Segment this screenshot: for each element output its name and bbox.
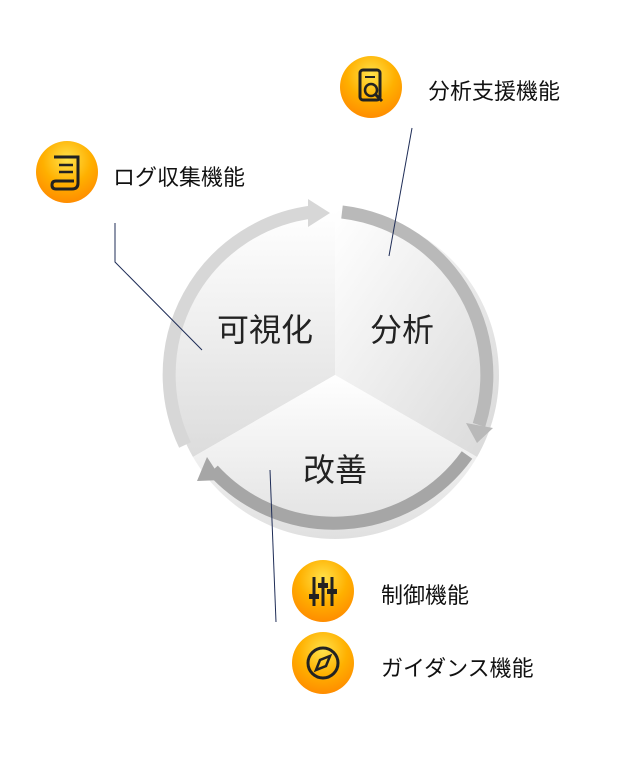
arrow-head-left: [308, 199, 330, 227]
phase-label-improve: 改善: [303, 451, 368, 489]
sector-improve: [193, 375, 477, 539]
arrow-ring-left: [162, 205, 313, 448]
control-sliders-icon: [292, 560, 354, 622]
arrow-ring-right: [341, 205, 494, 427]
feature-label-log: ログ収集機能: [113, 166, 246, 191]
connector-analysis: [388, 127, 413, 257]
analysis-report-icon: [340, 56, 402, 118]
arrow-head-right: [466, 423, 493, 443]
log-scroll-icon: [36, 141, 98, 203]
phase-label-visualize: 可視化: [217, 311, 314, 349]
feature-label-guidance: ガイダンス機能: [381, 657, 534, 682]
compass-icon: [292, 632, 354, 694]
phase-label-analyze: 分析: [370, 311, 435, 349]
feature-label-control: 制御機能: [381, 584, 470, 609]
connector-improve: [269, 469, 277, 623]
arrow-ring-bottom: [208, 451, 473, 530]
arrow-head-bottom: [197, 457, 222, 481]
feature-label-analysis: 分析支援機能: [428, 80, 561, 105]
connector-log: [114, 223, 203, 351]
